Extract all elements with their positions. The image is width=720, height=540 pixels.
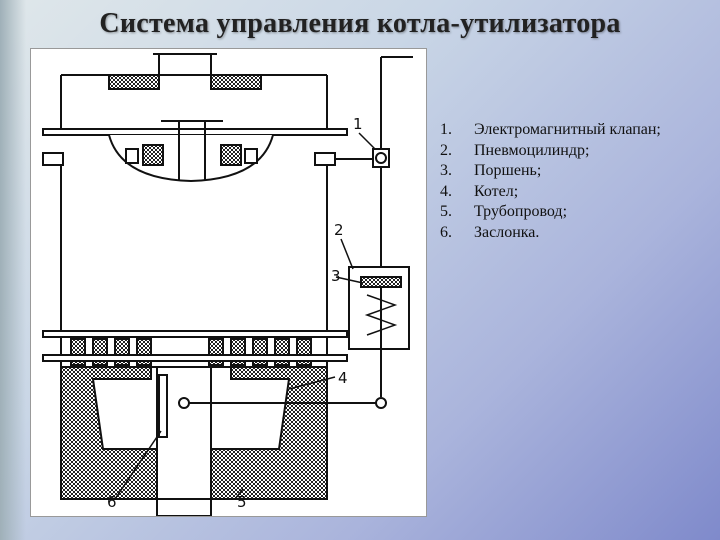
legend-list: 1. Электромагнитный клапан; 2. Пневмоцилин… bbox=[440, 120, 661, 243]
callout-6: 6 bbox=[107, 493, 117, 511]
legend-number: 2. bbox=[440, 141, 452, 159]
callout-leaders bbox=[114, 132, 376, 500]
callout-1: 1 bbox=[353, 115, 363, 133]
legend-number: 6. bbox=[440, 223, 452, 241]
refractory-lining bbox=[60, 366, 328, 500]
legend-item: 4. Котел; bbox=[440, 182, 661, 203]
legend-text: Пневмоцилиндр; bbox=[474, 141, 590, 159]
boiler-shell bbox=[60, 165, 328, 331]
legend-text: Котел; bbox=[474, 182, 519, 200]
legend-number: 3. bbox=[440, 162, 452, 179]
legend-number: 5. bbox=[440, 203, 452, 220]
legend-number: 4. bbox=[440, 182, 452, 200]
legend-text: Заслонка. bbox=[474, 223, 540, 241]
legend-text: Трубопровод; bbox=[474, 203, 568, 220]
boiler-diagram-svg: 1 2 3 4 5 6 bbox=[42, 53, 413, 516]
legend-item: 2. Пневмоцилиндр; bbox=[440, 141, 661, 162]
legend-item: 5. Трубопровод; bbox=[440, 202, 661, 223]
slide-title: Система управления котла-утилизатора bbox=[99, 8, 621, 39]
upper-tube-row bbox=[125, 144, 258, 166]
callout-4: 4 bbox=[338, 369, 348, 387]
legend-text: Электромагнитный клапан; bbox=[474, 121, 661, 138]
damper bbox=[158, 374, 381, 438]
legend-item: 1. Электромагнитный клапан; bbox=[440, 120, 661, 141]
control-pipeline bbox=[335, 56, 413, 409]
legend-number: 1. bbox=[440, 121, 452, 138]
legend-text: Поршень; bbox=[474, 162, 542, 179]
legend-item: 6. Заслонка. bbox=[440, 223, 661, 244]
slide-edge-band bbox=[0, 0, 26, 540]
boiler-diagram: 1 2 3 4 5 6 bbox=[30, 48, 427, 517]
lower-tube-bank bbox=[42, 330, 348, 368]
callout-5: 5 bbox=[237, 493, 247, 511]
upper-flange bbox=[42, 128, 348, 136]
top-outlet bbox=[60, 53, 328, 135]
callout-3: 3 bbox=[331, 267, 341, 285]
callout-2: 2 bbox=[334, 221, 344, 239]
callout-labels: 1 2 3 4 5 6 bbox=[107, 115, 363, 511]
legend-item: 3. Поршень; bbox=[440, 161, 661, 182]
